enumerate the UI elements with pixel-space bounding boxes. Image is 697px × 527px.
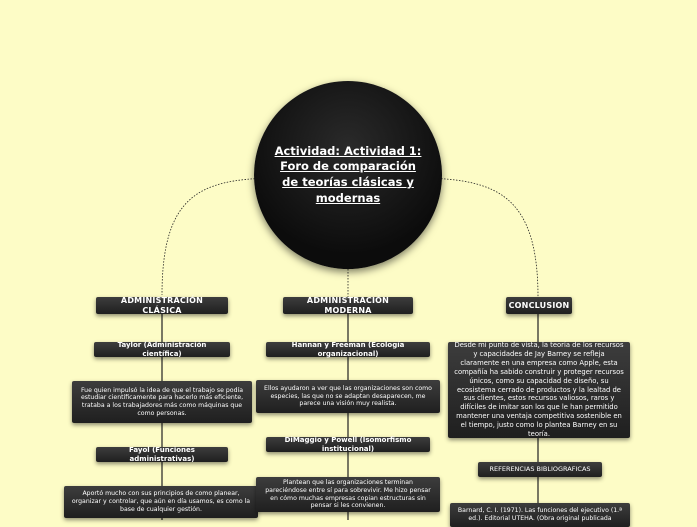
node-referencias-bibliograficas[interactable]: REFERENCIAS BIBLIOGRAFICAS xyxy=(478,462,602,477)
central-topic-title: Actividad: Actividad 1: Foro de comparac… xyxy=(274,143,422,205)
node-text: Aportó mucho con sus principios de como … xyxy=(71,490,251,513)
node-hannan-freeman-description[interactable]: Ellos ayudaron a ver que las organizacio… xyxy=(256,380,440,413)
node-text: Fue quien impulsó la idea de que el trab… xyxy=(80,386,244,417)
node-text: Plantean que las organizaciones terminan… xyxy=(265,479,431,510)
node-text: Barnard, C. I. (1971). Las funciones del… xyxy=(457,507,623,522)
connector-central-to-clasica xyxy=(161,177,271,296)
branch-administracion-moderna[interactable]: ADMINISTRACIÓN MODERNA xyxy=(283,295,413,315)
branch-administracion-clasica[interactable]: ADMINISTRACIÓN CLÁSICA xyxy=(96,295,228,315)
node-taylor[interactable]: Taylor (Administración científica) xyxy=(94,340,230,358)
node-reference-barnard[interactable]: Barnard, C. I. (1971). Las funciones del… xyxy=(450,503,630,527)
node-fayol-description[interactable]: Aportó mucho con sus principios de como … xyxy=(64,486,258,518)
connector-central-to-conclusion xyxy=(425,177,539,298)
node-title: Hannan y Freeman (Ecología organizaciona… xyxy=(291,340,405,358)
central-topic[interactable]: Actividad: Actividad 1: Foro de comparac… xyxy=(254,81,442,269)
branch-conclusion[interactable]: CONCLUSION xyxy=(506,297,572,314)
branch-label: ADMINISTRACIÓN MODERNA xyxy=(306,295,390,315)
node-hannan-freeman[interactable]: Hannan y Freeman (Ecología organizaciona… xyxy=(266,340,430,358)
node-title: Taylor (Administración científica) xyxy=(117,340,207,358)
node-title: REFERENCIAS BIBLIOGRAFICAS xyxy=(489,465,591,474)
branch-label: CONCLUSION xyxy=(508,300,570,310)
node-dimaggio-powell[interactable]: DiMaggio y Powell (Isomorfismo instituci… xyxy=(266,435,430,453)
node-conclusion-text[interactable]: Desde mi punto de vista, la teoría de lo… xyxy=(448,341,630,438)
node-title: Fayol (Funciones administrativas) xyxy=(129,445,195,463)
node-text: Desde mi punto de vista, la teoría de lo… xyxy=(454,341,624,438)
node-text: Ellos ayudaron a ver que las organizacio… xyxy=(264,384,432,408)
node-taylor-description[interactable]: Fue quien impulsó la idea de que el trab… xyxy=(72,381,252,423)
node-title: DiMaggio y Powell (Isomorfismo instituci… xyxy=(284,435,412,453)
node-dimaggio-powell-description[interactable]: Plantean que las organizaciones terminan… xyxy=(256,477,440,512)
node-fayol[interactable]: Fayol (Funciones administrativas) xyxy=(96,445,228,463)
branch-label: ADMINISTRACIÓN CLÁSICA xyxy=(120,295,204,315)
